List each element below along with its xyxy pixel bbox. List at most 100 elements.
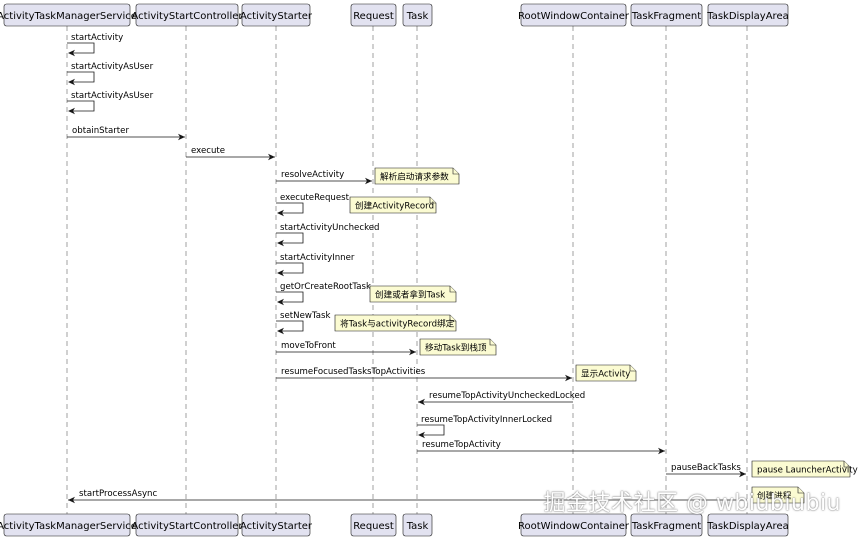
participant-box	[707, 513, 789, 537]
participants-top: ActivityTaskManagerServiceActivityStartC…	[0, 3, 789, 27]
message: getOrCreateRootTask	[276, 282, 371, 306]
participant-box	[630, 513, 703, 537]
message: pauseBackTasks	[666, 463, 746, 478]
note-fold	[489, 339, 496, 346]
participant-top[interactable]: Request	[350, 3, 397, 27]
message: obtainStarter	[67, 126, 185, 141]
message: startActivityAsUser	[67, 91, 154, 115]
note-fold	[449, 315, 456, 322]
participant-label: ActivityTaskManagerService	[0, 521, 137, 532]
message: startProcessAsync	[68, 489, 747, 504]
participants-bottom: ActivityTaskManagerServiceActivityStartC…	[0, 513, 789, 537]
participant-bottom[interactable]: ActivityTaskManagerService	[0, 513, 137, 537]
note-box	[334, 314, 457, 332]
participant-label: ActivityStartController	[131, 521, 243, 532]
participant-top[interactable]: Task	[402, 3, 433, 27]
participant-box	[520, 513, 627, 537]
note: 移动Task到栈顶	[419, 338, 497, 356]
self-message-line	[276, 202, 304, 214]
arrowhead	[68, 78, 75, 86]
message-label: startActivityUnchecked	[280, 223, 380, 233]
message-label: getOrCreateRootTask	[280, 282, 371, 292]
participant-box	[350, 3, 397, 27]
arrowhead	[658, 447, 665, 455]
lifelines	[66, 26, 748, 514]
self-message-line	[67, 42, 95, 54]
note-fold	[629, 365, 636, 372]
participant-box	[241, 513, 311, 537]
message: resolveActivity	[276, 170, 372, 185]
note-box	[369, 285, 457, 303]
message-label: startActivityAsUser	[71, 91, 154, 101]
watermark: 掘金技术社区 @ wbiubiubiu	[543, 491, 841, 516]
arrowhead	[277, 269, 284, 277]
participant-label: Task	[406, 521, 429, 532]
participant-top[interactable]: TaskDisplayArea	[706, 3, 789, 27]
note-fold	[797, 487, 804, 494]
note-text: 创建ActivityRecord	[355, 200, 434, 212]
participant-box	[3, 3, 131, 27]
arrowhead	[418, 398, 425, 406]
participant-bottom[interactable]: Request	[350, 513, 397, 537]
arrowhead	[178, 133, 185, 141]
message-label: setNewTask	[280, 311, 330, 321]
participant-top[interactable]: ActivityStarter	[240, 3, 313, 27]
note-box	[751, 486, 805, 504]
participant-label: TaskDisplayArea	[706, 11, 788, 22]
participant-label: TaskFragment	[631, 521, 701, 532]
arrowhead	[418, 431, 425, 439]
participant-label: ActivityStarter	[240, 521, 313, 532]
participant-box	[241, 3, 311, 27]
participant-box	[402, 3, 433, 27]
note-text: 显示Activity	[581, 369, 630, 380]
message: startActivityAsUser	[67, 62, 154, 86]
note-box	[374, 167, 460, 185]
message-label: startActivity	[71, 33, 123, 43]
arrowhead	[277, 298, 284, 306]
message: resumeFocusedTasksTopActivities	[276, 367, 572, 382]
participant-bottom[interactable]: Task	[402, 513, 433, 537]
note: 创建进程	[751, 486, 805, 504]
self-message-line	[276, 291, 304, 303]
self-message-line	[276, 320, 304, 332]
message-label: obtainStarter	[72, 126, 129, 136]
note-text: 将Task与activityRecord绑定	[340, 318, 455, 330]
arrowhead	[68, 49, 75, 57]
note: pause LauncherActivity	[751, 460, 858, 478]
message-label: startProcessAsync	[79, 489, 158, 499]
participant-top[interactable]: TaskFragment	[630, 3, 703, 27]
participant-bottom[interactable]: TaskDisplayArea	[706, 513, 789, 537]
message: resumeTopActivity	[417, 440, 665, 455]
arrowhead	[277, 327, 284, 335]
message: resumeTopActivityUncheckedLocked	[418, 391, 585, 406]
message: startActivityUnchecked	[276, 223, 380, 247]
message-label: pauseBackTasks	[671, 463, 741, 473]
participant-label: RootWindowContainer	[518, 521, 630, 532]
arrowhead	[277, 209, 284, 217]
participant-top[interactable]: RootWindowContainer	[518, 3, 630, 27]
self-message-line	[417, 424, 445, 436]
arrowhead	[277, 239, 284, 247]
participant-bottom[interactable]: ActivityStarter	[240, 513, 313, 537]
participant-label: ActivityStarter	[240, 11, 313, 22]
arrowhead	[68, 496, 75, 504]
self-message-line	[67, 71, 95, 83]
participant-label: Request	[353, 11, 394, 22]
note-box	[419, 338, 497, 356]
participant-top[interactable]: ActivityTaskManagerService	[0, 3, 137, 27]
note: 创建或者拿到Task	[369, 285, 457, 303]
note-text: 解析启动请求参数	[380, 171, 449, 183]
participant-bottom[interactable]: ActivityStartController	[131, 513, 243, 537]
participant-box	[402, 513, 433, 537]
note-fold	[449, 286, 456, 293]
participant-bottom[interactable]: TaskFragment	[630, 513, 703, 537]
participant-top[interactable]: ActivityStartController	[131, 3, 243, 27]
message: executeRequest	[276, 193, 350, 217]
message-label: resumeFocusedTasksTopActivities	[281, 367, 426, 377]
arrowhead	[365, 177, 372, 185]
participant-box	[630, 3, 703, 27]
participant-bottom[interactable]: RootWindowContainer	[518, 513, 630, 537]
message-label: resumeTopActivityUncheckedLocked	[429, 391, 585, 401]
